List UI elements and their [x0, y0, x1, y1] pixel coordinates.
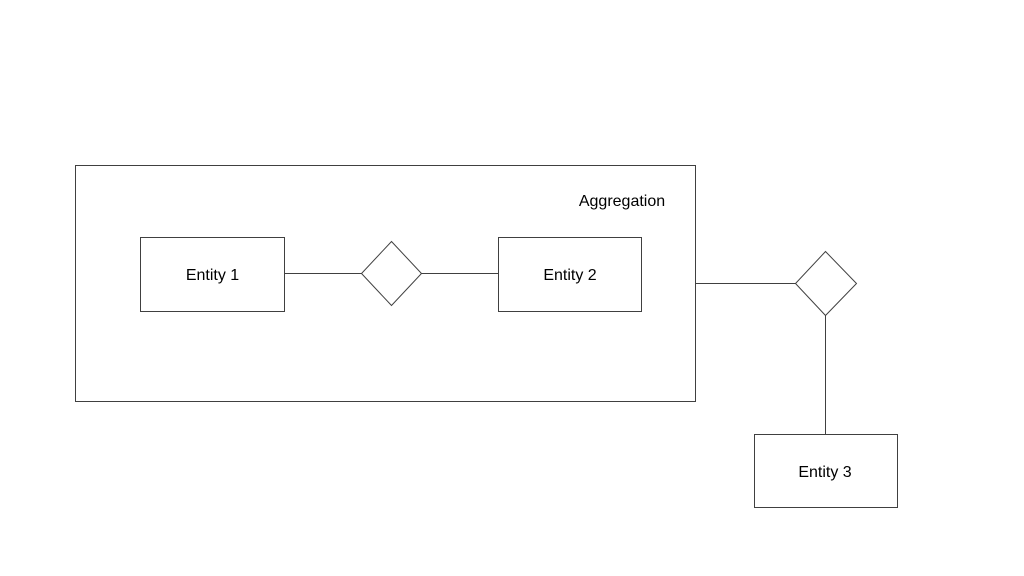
entity-1-box[interactable] — [140, 237, 285, 312]
entity-1[interactable]: Entity 1 — [140, 237, 285, 312]
entity-1-label: Entity 1 — [186, 267, 239, 284]
aggregation-label: Aggregation — [579, 193, 665, 210]
entity-3-box[interactable] — [754, 434, 898, 508]
entity-2-box[interactable] — [498, 237, 642, 312]
relationship-diamond-1[interactable] — [360, 240, 423, 307]
entity-2-label: Entity 2 — [543, 267, 596, 284]
relationship-diamond-2[interactable] — [794, 250, 858, 317]
entity-2[interactable]: Entity 2 — [498, 237, 642, 312]
entity-3[interactable]: Entity 3 — [754, 434, 898, 508]
entity-3-label: Entity 3 — [798, 464, 851, 481]
